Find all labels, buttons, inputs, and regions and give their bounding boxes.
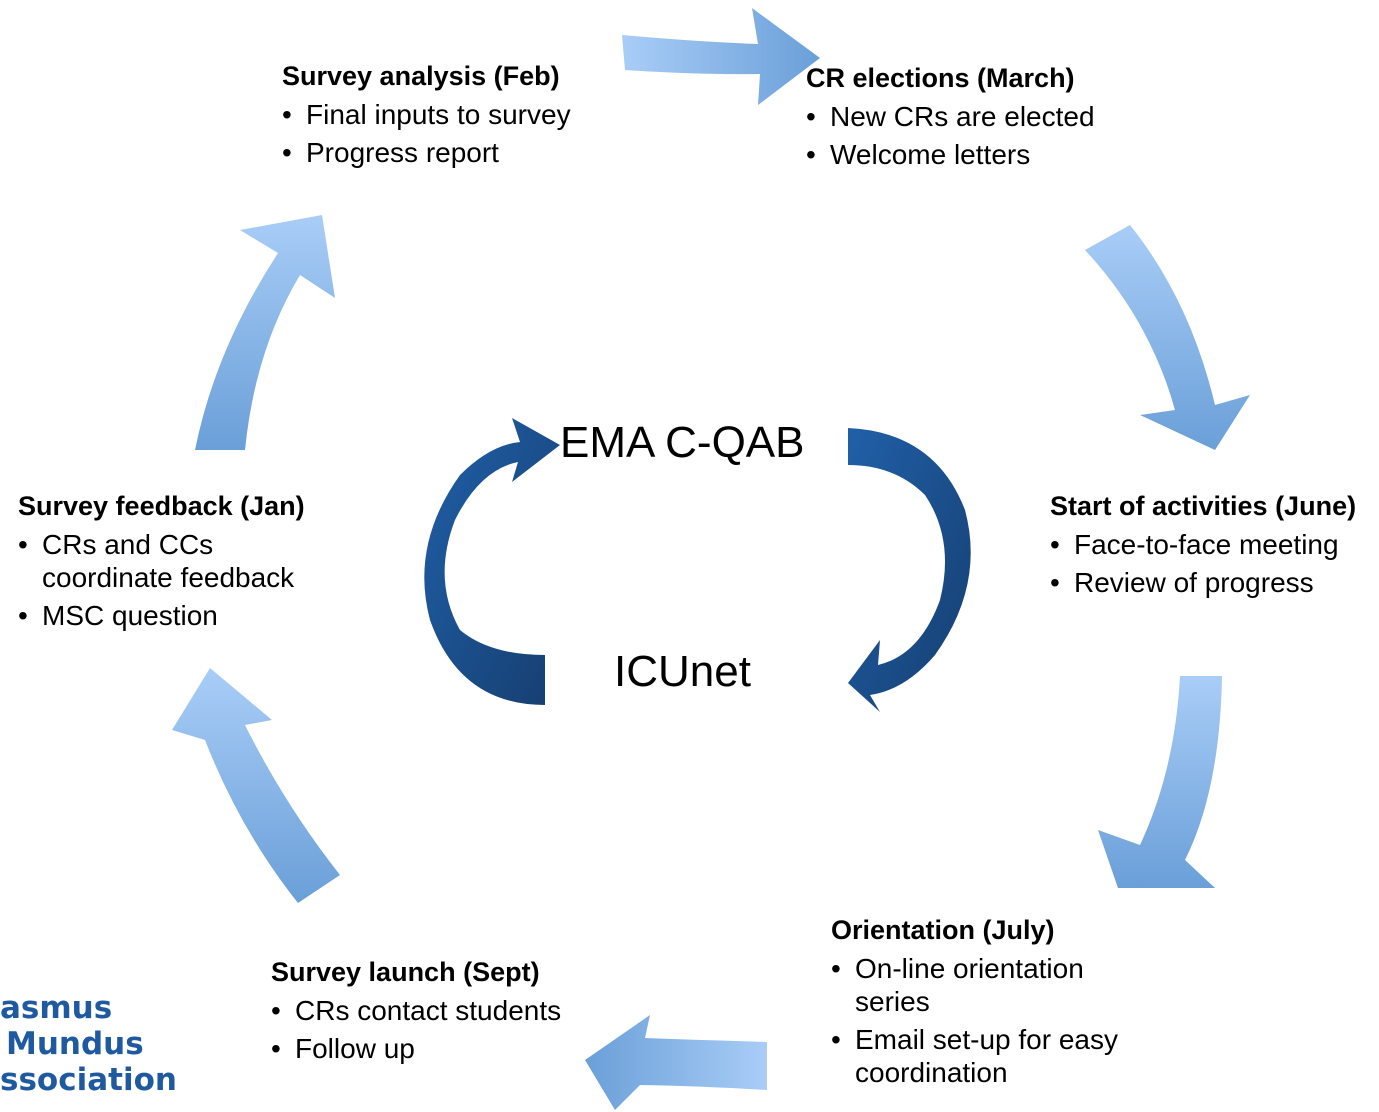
outer-arrow-left-lower	[172, 668, 340, 903]
step-title: Survey feedback (Jan)	[18, 491, 305, 521]
step-title: Start of activities (June)	[1050, 491, 1357, 521]
step-survey-analysis: Survey analysis (Feb) •Final inputs to s…	[282, 60, 642, 174]
outer-arrow-right-lower	[1098, 676, 1222, 888]
bullet-item: •Final inputs to survey	[282, 99, 571, 130]
step-orientation: Orientation (July) •On-line orientation …	[831, 914, 1161, 1094]
step-bullets: •Face-to-face meeting •Review of progres…	[1050, 528, 1375, 599]
step-bullets: •CRs contact students •Follow up	[271, 994, 631, 1065]
step-title: Orientation (July)	[831, 915, 1055, 945]
step-bullets: •CRs and CCs coordinate feedback •MSC qu…	[18, 528, 348, 632]
bullet-item: •On-line orientation series	[831, 953, 1084, 1017]
step-title: CR elections (March)	[806, 63, 1075, 93]
center-label-top: EMA C-QAB	[560, 418, 805, 467]
step-start-activities: Start of activities (June) •Face-to-face…	[1050, 490, 1375, 604]
bullet-item: •Progress report	[282, 137, 499, 168]
outer-arrow-top	[622, 8, 820, 105]
logo-line: Mundus	[6, 1026, 144, 1062]
bullet-item: •Email set-up for easy coordination	[831, 1024, 1118, 1088]
logo-line: asmus	[0, 990, 113, 1026]
bullet-item: •Face-to-face meeting	[1050, 529, 1339, 560]
bullet-item: •Review of progress	[1050, 567, 1314, 598]
step-survey-feedback: Survey feedback (Jan) •CRs and CCs coord…	[18, 490, 348, 637]
inner-arrow-right	[848, 428, 971, 712]
step-cr-elections: CR elections (March) •New CRs are electe…	[806, 62, 1166, 176]
step-survey-launch: Survey launch (Sept) •CRs contact studen…	[271, 956, 631, 1070]
inner-arrow-left	[424, 418, 560, 705]
outer-arrow-left-upper	[195, 215, 335, 450]
bullet-item: •New CRs are elected	[806, 101, 1095, 132]
step-title: Survey launch (Sept)	[271, 957, 540, 987]
step-bullets: •Final inputs to survey •Progress report	[282, 98, 642, 169]
bullet-item: •MSC question	[18, 600, 218, 631]
association-logo: asmus Mundus ssociation	[0, 990, 177, 1098]
bullet-item: •CRs and CCs coordinate feedback	[18, 529, 295, 593]
bullet-item: •Follow up	[271, 1033, 415, 1064]
step-title: Survey analysis (Feb)	[282, 61, 560, 91]
logo-line: ssociation	[0, 1062, 177, 1098]
step-bullets: •On-line orientation series •Email set-u…	[831, 952, 1161, 1089]
center-label-bottom: ICUnet	[614, 647, 751, 696]
outer-arrow-bottom	[585, 1015, 767, 1110]
bullet-item: •CRs contact students	[271, 995, 562, 1026]
outer-arrow-right-upper	[1085, 225, 1250, 450]
step-bullets: •New CRs are elected •Welcome letters	[806, 100, 1166, 171]
bullet-item: •Welcome letters	[806, 139, 1031, 170]
